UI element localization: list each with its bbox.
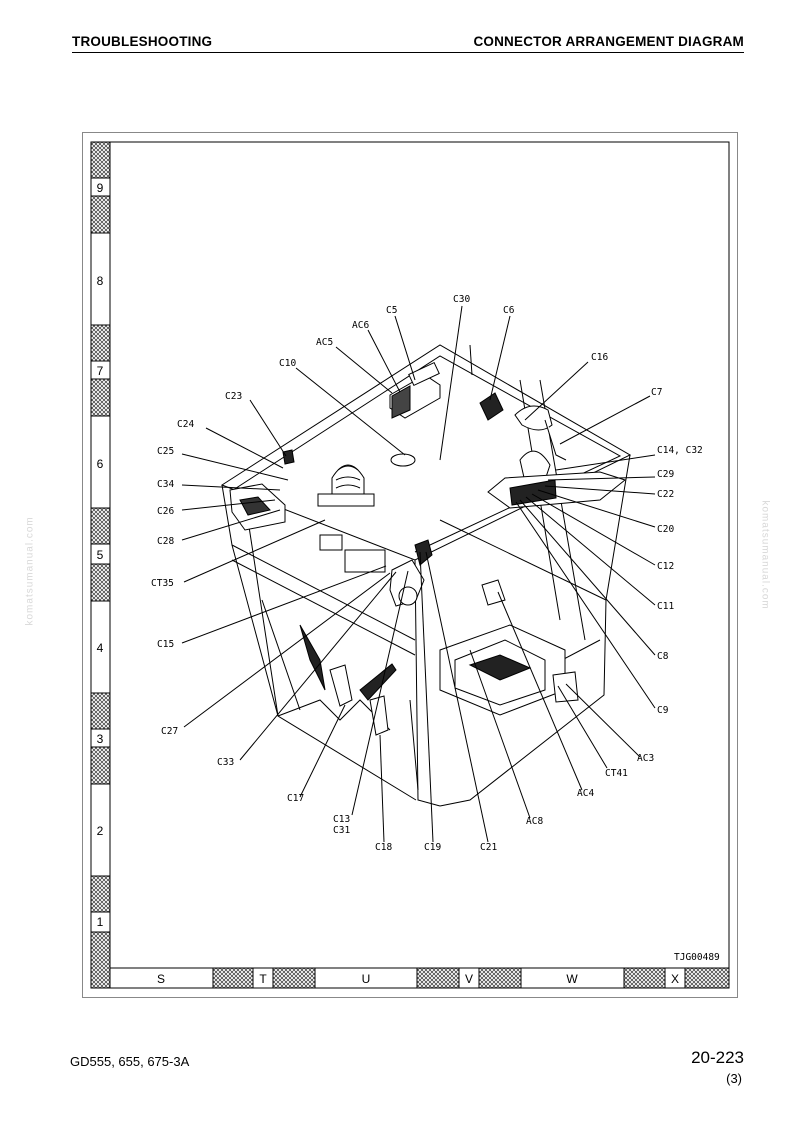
grid-row-1: 1 <box>97 915 104 929</box>
grid-col-cells <box>109 967 730 989</box>
label-c33: C33 <box>217 757 234 768</box>
label-c20: C20 <box>657 524 674 535</box>
label-c5: C5 <box>386 305 397 316</box>
label-c8: C8 <box>657 651 669 662</box>
grid-row-5: 5 <box>97 548 104 562</box>
label-c12: C12 <box>657 561 674 572</box>
grid-row-8: 8 <box>97 274 104 288</box>
grid-row-7: 7 <box>97 364 104 378</box>
cab-components <box>229 361 627 736</box>
label-c21: C21 <box>480 842 497 853</box>
label-c19: C19 <box>424 842 441 853</box>
grid-col-v: V <box>465 972 473 986</box>
label-c6: C6 <box>503 305 515 316</box>
label-c14-c32: C14, C32 <box>657 445 703 456</box>
grid-row-6: 6 <box>97 457 104 471</box>
label-ac8: AC8 <box>526 816 543 827</box>
label-c31: C31 <box>333 825 350 836</box>
label-c23: C23 <box>225 391 242 402</box>
label-c15: C15 <box>157 639 174 650</box>
header-section-title: TROUBLESHOOTING <box>72 34 213 49</box>
label-c34: C34 <box>157 479 174 490</box>
label-c22: C22 <box>657 489 674 500</box>
label-ct41: CT41 <box>605 768 628 779</box>
label-c29: C29 <box>657 469 674 480</box>
cab-outline <box>220 344 632 807</box>
label-c13: C13 <box>333 814 350 825</box>
label-c28: C28 <box>157 536 174 547</box>
label-c9: C9 <box>657 705 669 716</box>
label-c27: C27 <box>161 726 178 737</box>
header-page-title: CONNECTOR ARRANGEMENT DIAGRAM <box>473 34 744 49</box>
footer-page-number: 20-223 <box>691 1048 744 1067</box>
footer-page-sub: (3) <box>726 1071 742 1086</box>
grid-col-t: T <box>259 972 267 986</box>
leader-lines <box>181 305 656 843</box>
label-ct35: CT35 <box>151 578 174 589</box>
label-c25: C25 <box>157 446 174 457</box>
diagram-frame <box>82 132 738 998</box>
label-c7: C7 <box>651 387 662 398</box>
label-c17: C17 <box>287 793 304 804</box>
grid-row-cells <box>90 141 111 989</box>
label-c18: C18 <box>375 842 392 853</box>
footer-model: GD555, 655, 675-3A <box>70 1054 190 1069</box>
grid-col-x: X <box>671 972 679 986</box>
grid-row-3: 3 <box>97 732 104 746</box>
label-c10: C10 <box>279 358 296 369</box>
label-c16: C16 <box>591 352 608 363</box>
label-ac4: AC4 <box>577 788 594 799</box>
grid-col-u: U <box>362 972 371 986</box>
grid-row-4: 4 <box>97 641 104 655</box>
label-ac5: AC5 <box>316 337 333 348</box>
grid-col-w: W <box>566 972 578 986</box>
label-c24: C24 <box>177 419 194 430</box>
grid-col-s: S <box>157 972 165 986</box>
grid-row-2: 2 <box>97 824 104 838</box>
label-ac6: AC6 <box>352 320 369 331</box>
label-c30: C30 <box>453 294 470 305</box>
drawing-code: TJG00489 <box>674 952 720 963</box>
grid-row-9: 9 <box>97 181 104 195</box>
label-c11: C11 <box>657 601 674 612</box>
label-ac3: AC3 <box>637 753 654 764</box>
label-c26: C26 <box>157 506 174 517</box>
header-rule <box>72 52 744 53</box>
